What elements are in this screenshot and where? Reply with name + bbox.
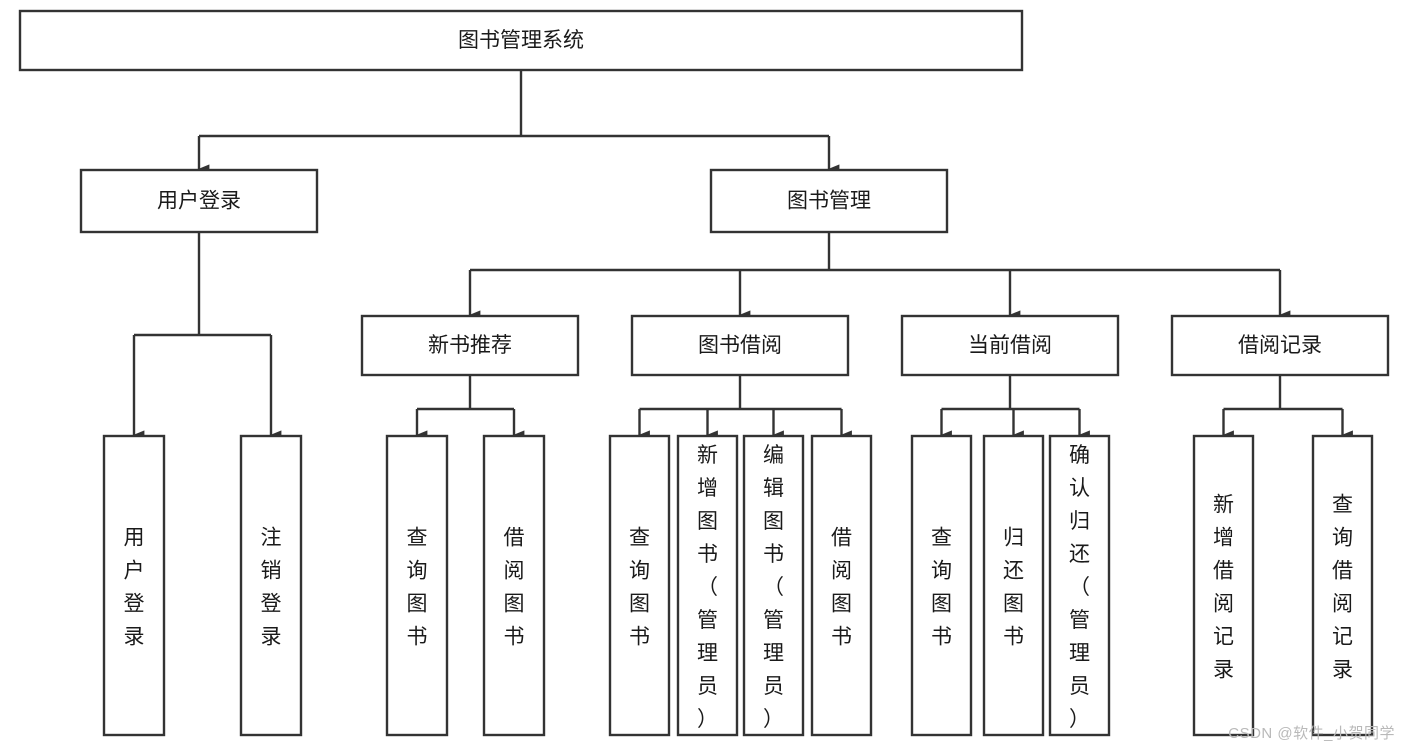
- connector-group-book-borrow: [638, 375, 852, 440]
- node-box-leaf-add-book-admin: [676, 434, 739, 737]
- connector-group-root: [197, 70, 840, 174]
- node-label-leaf-edit-book-admin: 编辑图书（管理员）: [763, 444, 784, 731]
- node-label-current-borrow: 当前借阅: [968, 334, 1052, 357]
- node-leaf-query-book-2[interactable]: 查询图书: [608, 434, 671, 737]
- node-box-leaf-confirm-return-admin: [1048, 434, 1111, 737]
- node-label-new-book-recommend: 新书推荐: [428, 334, 512, 357]
- node-new-book-recommend[interactable]: 新书推荐: [360, 314, 580, 377]
- node-label-root: 图书管理系统: [458, 29, 584, 52]
- node-box-book-manage: [709, 168, 949, 234]
- node-leaf-add-borrow-record[interactable]: 新增借阅记录: [1192, 434, 1255, 737]
- connector-group-book-manage: [468, 232, 1291, 320]
- node-label-leaf-confirm-return-admin: 确认归还（管理员）: [1069, 444, 1090, 731]
- node-borrow-record[interactable]: 借阅记录: [1170, 314, 1390, 377]
- node-label-leaf-user-login: 用户登录: [124, 527, 145, 649]
- node-layer: 图书管理系统用户登录图书管理新书推荐图书借阅当前借阅借阅记录用户登录注销登录查询…: [18, 9, 1390, 737]
- node-box-leaf-query-borrow-record: [1311, 434, 1374, 737]
- node-box-user-login: [79, 168, 319, 234]
- node-leaf-confirm-return-admin[interactable]: 确认归还（管理员）: [1048, 434, 1111, 737]
- node-root[interactable]: 图书管理系统: [18, 9, 1024, 72]
- node-box-leaf-edit-book-admin: [742, 434, 805, 737]
- node-leaf-logout-login[interactable]: 注销登录: [239, 434, 303, 737]
- node-current-borrow[interactable]: 当前借阅: [900, 314, 1120, 377]
- connector-group-new-book-recommend: [415, 375, 525, 440]
- node-leaf-borrow-book-2[interactable]: 借阅图书: [810, 434, 873, 737]
- node-leaf-return-book[interactable]: 归还图书: [982, 434, 1045, 737]
- node-box-leaf-return-book: [982, 434, 1045, 737]
- node-label-leaf-query-book-2: 查询图书: [629, 527, 650, 649]
- node-label-book-borrow: 图书借阅: [698, 334, 782, 357]
- node-label-leaf-borrow-book-2: 借阅图书: [831, 527, 852, 649]
- node-box-root: [18, 9, 1024, 72]
- node-label-leaf-return-book: 归还图书: [1003, 527, 1024, 649]
- node-label-book-manage: 图书管理: [787, 190, 871, 213]
- node-label-leaf-query-book-1: 查询图书: [407, 527, 428, 649]
- connector-group-user-login: [132, 232, 282, 440]
- node-box-current-borrow: [900, 314, 1120, 377]
- node-book-borrow[interactable]: 图书借阅: [630, 314, 850, 377]
- node-label-leaf-query-book-3: 查询图书: [931, 527, 952, 649]
- node-box-leaf-borrow-book-2: [810, 434, 873, 737]
- connector-layer: [132, 70, 1353, 440]
- node-box-leaf-query-book-2: [608, 434, 671, 737]
- node-leaf-query-borrow-record[interactable]: 查询借阅记录: [1311, 434, 1374, 737]
- connector-group-borrow-record: [1222, 375, 1353, 440]
- node-book-manage[interactable]: 图书管理: [709, 168, 949, 234]
- node-leaf-edit-book-admin[interactable]: 编辑图书（管理员）: [742, 434, 805, 737]
- node-leaf-query-book-3[interactable]: 查询图书: [910, 434, 973, 737]
- node-box-leaf-user-login: [102, 434, 166, 737]
- node-box-leaf-logout-login: [239, 434, 303, 737]
- node-label-user-login: 用户登录: [157, 190, 241, 213]
- node-label-leaf-logout-login: 注销登录: [261, 527, 282, 649]
- node-label-borrow-record: 借阅记录: [1238, 334, 1322, 357]
- node-leaf-add-book-admin[interactable]: 新增图书（管理员）: [676, 434, 739, 737]
- node-user-login[interactable]: 用户登录: [79, 168, 319, 234]
- node-box-leaf-add-borrow-record: [1192, 434, 1255, 737]
- connector-group-current-borrow: [940, 375, 1090, 440]
- node-leaf-query-book-1[interactable]: 查询图书: [385, 434, 449, 737]
- node-leaf-borrow-book-1[interactable]: 借阅图书: [482, 434, 546, 737]
- node-box-leaf-borrow-book-1: [482, 434, 546, 737]
- node-box-leaf-query-book-1: [385, 434, 449, 737]
- node-box-leaf-query-book-3: [910, 434, 973, 737]
- node-box-borrow-record: [1170, 314, 1390, 377]
- node-label-leaf-query-borrow-record: 查询借阅记录: [1332, 494, 1353, 682]
- node-label-leaf-add-book-admin: 新增图书（管理员）: [697, 444, 718, 731]
- csdn-watermark: CSDN @软件_小贺同学: [1228, 725, 1395, 742]
- node-box-new-book-recommend: [360, 314, 580, 377]
- node-label-leaf-borrow-book-1: 借阅图书: [504, 527, 525, 649]
- node-box-book-borrow: [630, 314, 850, 377]
- node-label-leaf-add-borrow-record: 新增借阅记录: [1213, 494, 1234, 682]
- node-leaf-user-login[interactable]: 用户登录: [102, 434, 166, 737]
